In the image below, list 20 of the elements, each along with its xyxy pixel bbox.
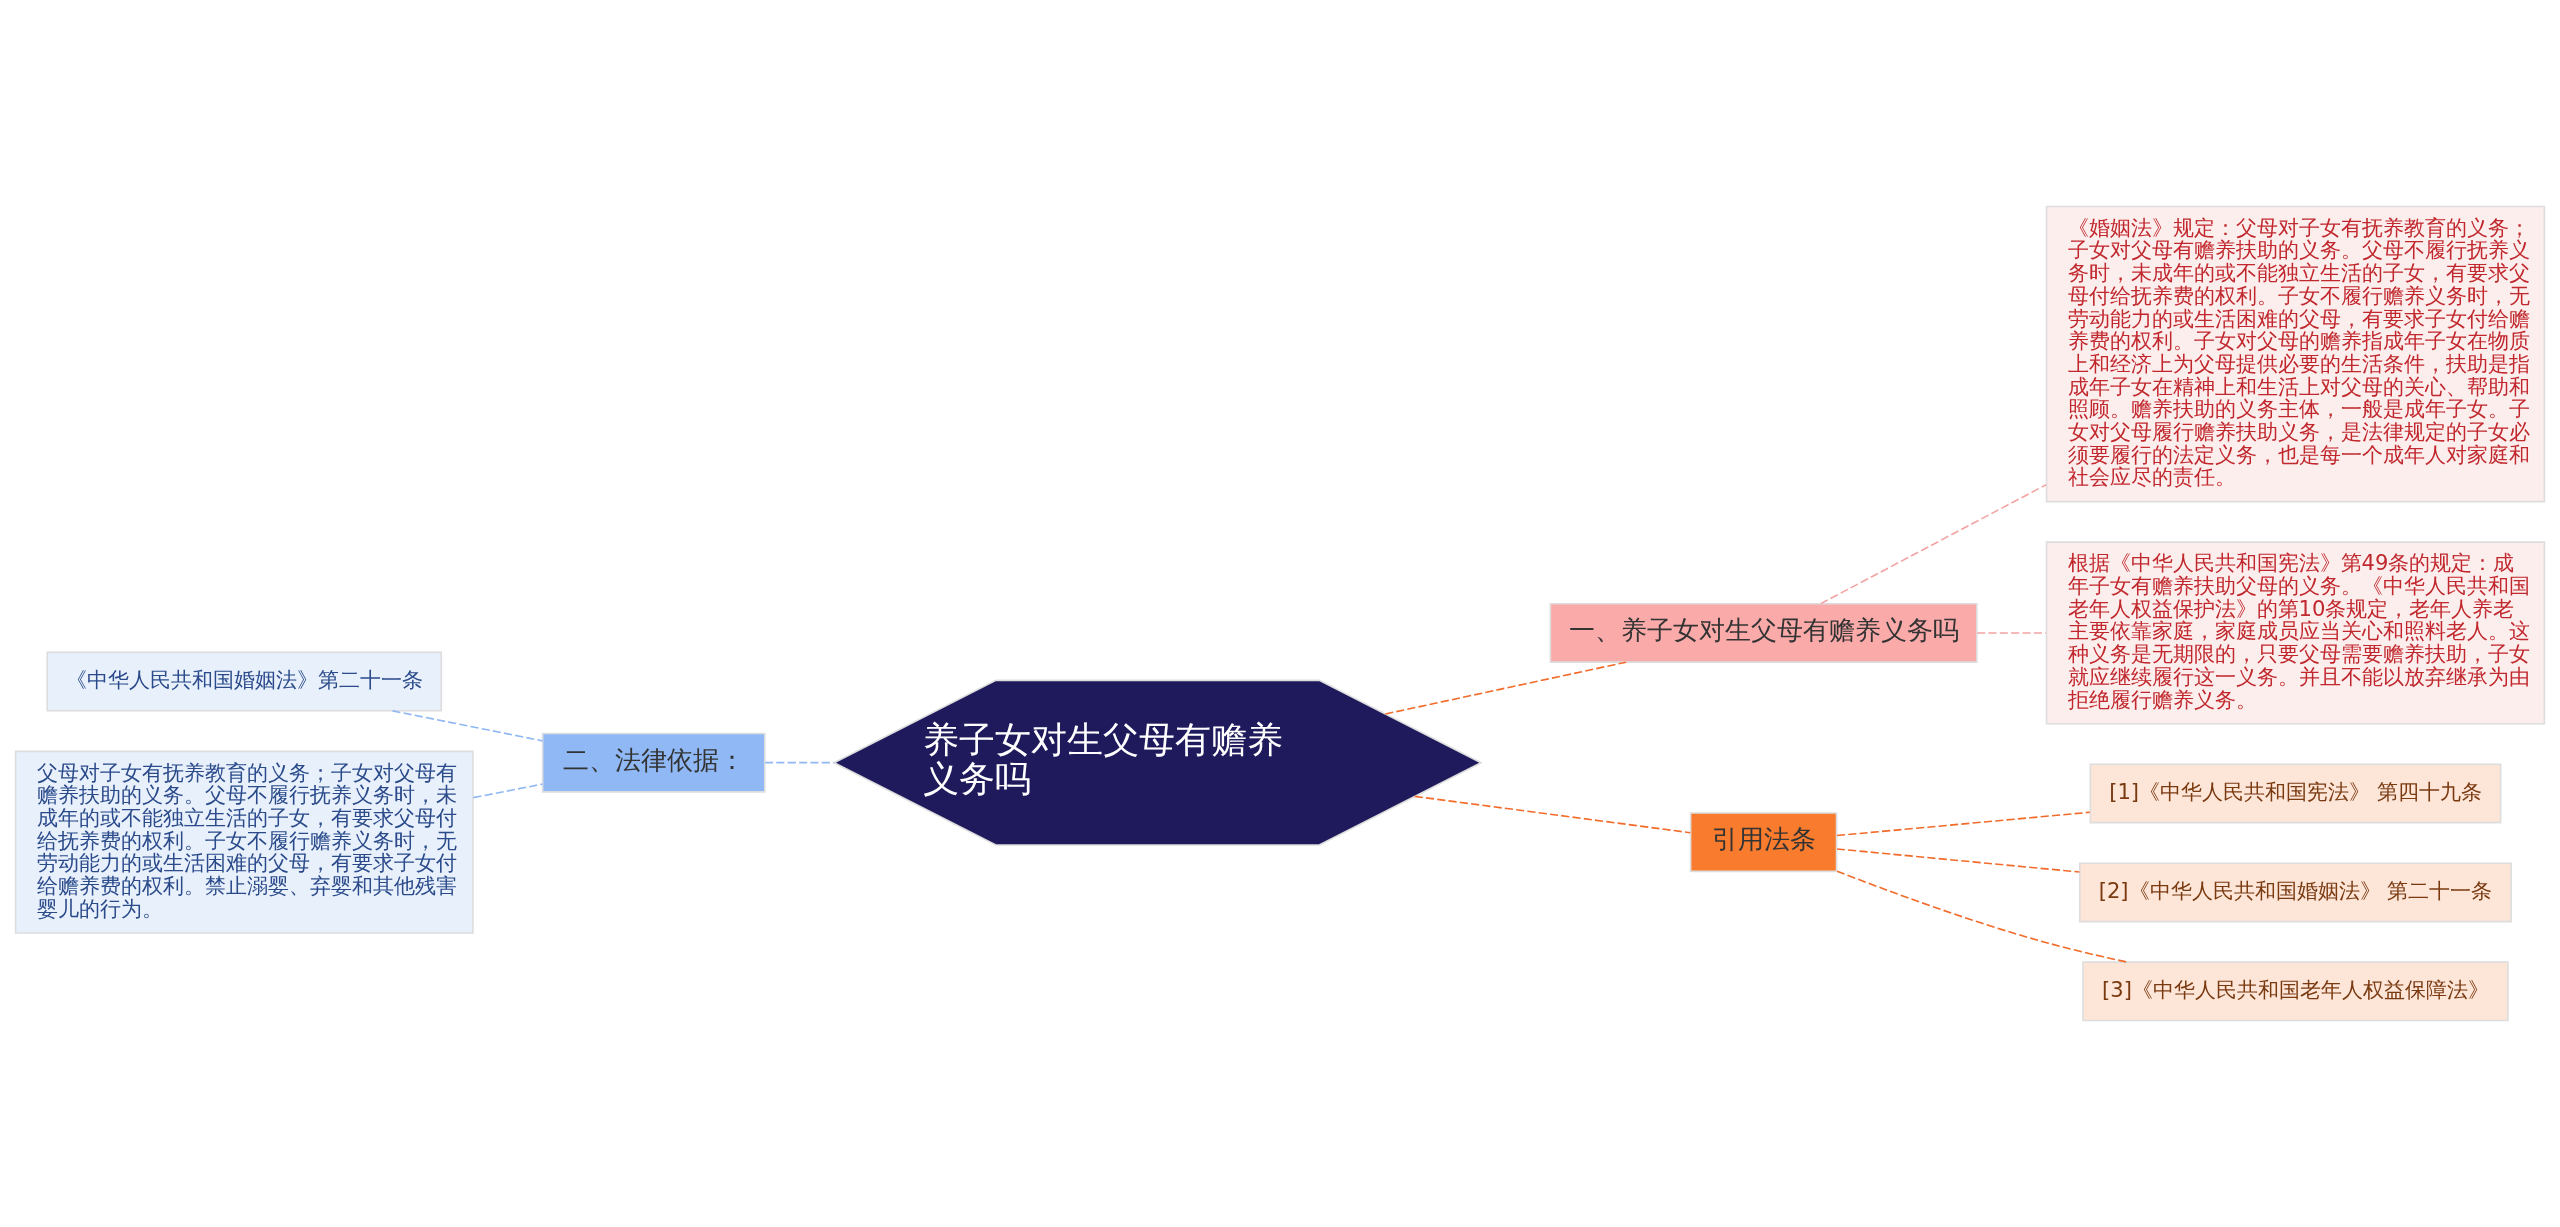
node-box: 《中华人民共和国婚姻法》第二十一条: [46, 651, 443, 712]
node-box: 二、法律依据：: [541, 732, 766, 793]
connector: [391, 710, 544, 742]
node-box: 根据《中华人民共和国宪法》第49条的规定：成年子女有赡养扶助父母的义务。《中华人民共和国老年人权益保护法》的第10条规定，老年人养老主要依靠家庭，家庭成员应当关心和照料老人。这种义务是无期限的，只要父母需要赡养扶助，子女就应继续履行这一义务。并且不能以放弃继承为由拒绝履行赡养义务。: [2045, 541, 2546, 725]
connector: [1836, 811, 2091, 837]
connector: [1976, 632, 2047, 634]
connector: [1836, 870, 2129, 963]
connector: [472, 783, 544, 799]
connector: [1384, 661, 1627, 715]
connector: [1836, 848, 2081, 873]
node-box: 《婚姻法》规定：父母对子女有抚养教育的义务；子女对父母有赡养扶助的义务。父母不履行抚养义务时，未成年的或不能独立生活的子女，有要求父母付给抚养费的权利。子女不履行赡养义务时，无劳动能力的或生活困难的父母，有要求子女付给赡养费的权利。子女对父母的赡养指成年子女在物质上和经济上为父母提供必要的生活条件，扶助是指成年子女在精神上和生活上对父母的关心、帮助和照顾。赡养扶助的义务主体，一般是成年子女。子女对父母履行赡养扶助义务，是法律规定的子女必须要履行的法定义务，也是每一个成年人对家庭和社会应尽的责任。: [2045, 205, 2546, 503]
node-box: [3]《中华人民共和国老年人权益保障法》: [2082, 961, 2509, 1022]
node-box: 父母对子女有抚养教育的义务；子女对父母有赡养扶助的义务。父母不履行抚养义务时，未成年的或不能独立生活的子女，有要求父母付给抚养费的权利。子女不履行赡养义务时，无劳动能力的或生活困难的父母，有要求子女付给赡养费的权利。禁止溺婴、弃婴和其他残害婴儿的行为。: [14, 750, 474, 934]
connector: [1414, 795, 1692, 834]
node-box: 引用法条: [1689, 812, 1838, 873]
node-box: [2]《中华人民共和国婚姻法》 第二十一条: [2079, 862, 2512, 923]
connector: [1820, 483, 2047, 605]
node-box: [1]《中华人民共和国宪法》 第四十九条: [2089, 763, 2502, 824]
connector: [764, 761, 835, 764]
node-box: 一、养子女对生父母有赡养义务吗: [1549, 602, 1978, 663]
